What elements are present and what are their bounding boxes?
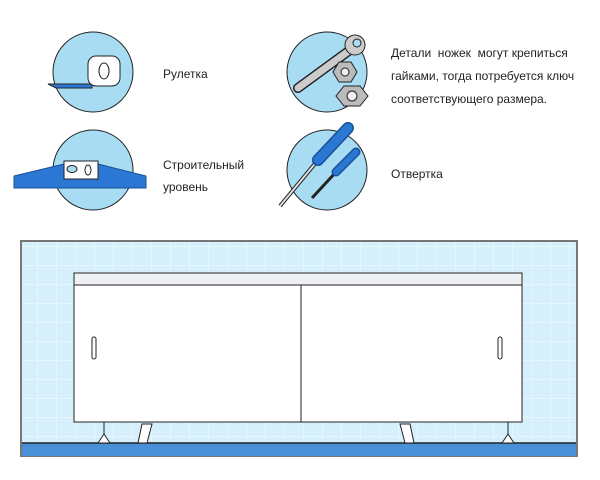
screwdriver-label: Отвертка [391, 167, 443, 181]
tape-measure-label: Рулетка [163, 67, 208, 81]
level-label-line1: Строительный [163, 158, 245, 172]
tape-measure-icon [47, 31, 134, 113]
wrench-note-line1: Детали ножек могут крепиться [391, 46, 568, 60]
level-label-line2: уровень [163, 180, 209, 194]
wrench-icon [286, 31, 369, 113]
screwdriver-icon [278, 122, 368, 211]
spirit-level-icon [13, 129, 147, 211]
wrench-note-line3: соответствующего размера. [391, 92, 548, 106]
wrench-note-line2: гайками, тогда потребуется ключ [391, 69, 575, 83]
bath-screen-scene [20, 240, 578, 457]
